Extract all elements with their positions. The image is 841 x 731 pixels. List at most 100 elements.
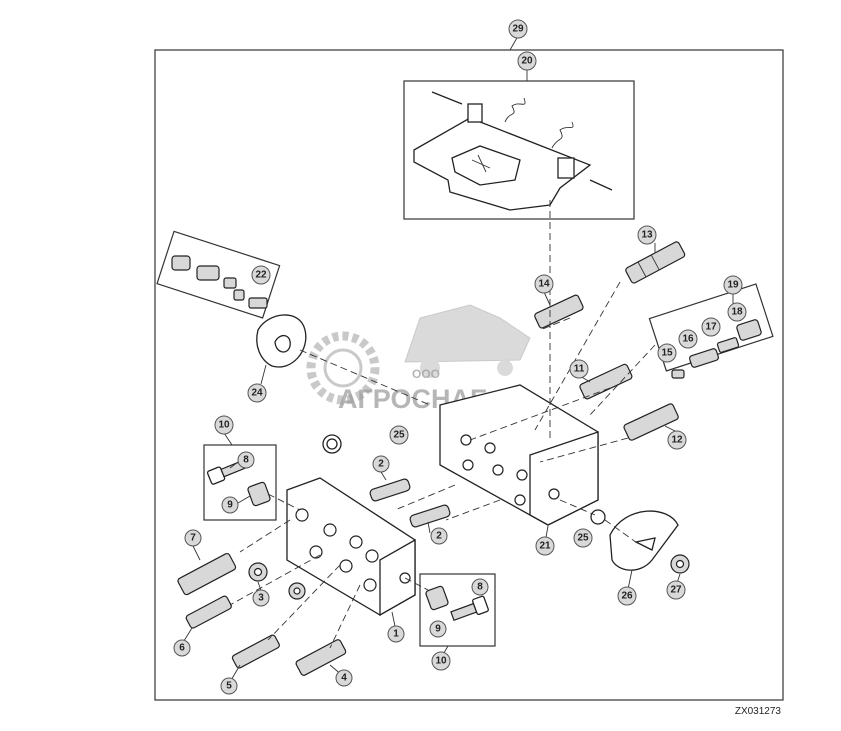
fitting-5	[231, 634, 280, 669]
callout-21: 21	[535, 536, 555, 556]
svg-text:27: 27	[670, 585, 682, 596]
callout-20: 20	[517, 51, 537, 71]
svg-text:29: 29	[512, 24, 524, 35]
assembly-lines	[229, 200, 656, 649]
svg-text:17: 17	[705, 322, 717, 333]
sleeve-9-lower	[425, 585, 449, 611]
svg-text:25: 25	[577, 533, 589, 544]
svg-text:13: 13	[641, 230, 653, 241]
callout-12: 12	[667, 430, 687, 450]
inset-frame-19	[648, 283, 774, 372]
callout-9-upper: 9	[221, 496, 239, 514]
callout-10-lower: 10	[431, 651, 451, 671]
plate-26	[609, 510, 679, 571]
spool-2-upper	[369, 478, 411, 502]
callout-29: 29	[508, 19, 528, 39]
svg-text:9: 9	[435, 624, 441, 635]
fitting-12	[623, 403, 679, 441]
bracket-24	[256, 314, 307, 368]
inset-frame-10-lower	[419, 573, 496, 647]
valve-block-1	[286, 477, 416, 617]
svg-text:25: 25	[393, 430, 405, 441]
svg-text:16: 16	[682, 334, 694, 345]
callout-19: 19	[723, 275, 743, 295]
figure-id: ZX031273	[735, 706, 782, 717]
spool-2-lower	[409, 504, 451, 528]
callout-3: 3	[252, 589, 270, 607]
svg-text:8: 8	[243, 455, 249, 466]
callout-8-lower: 8	[471, 578, 489, 596]
callout-2-lower: 2	[430, 527, 448, 545]
svg-text:7: 7	[190, 533, 196, 544]
svg-text:24: 24	[251, 388, 263, 399]
inset-frame-20	[403, 80, 635, 220]
svg-text:10: 10	[218, 420, 230, 431]
svg-text:18: 18	[731, 307, 743, 318]
callout-6: 6	[173, 639, 191, 657]
callout-16: 16	[678, 329, 698, 349]
diagram-frame	[154, 49, 784, 701]
sleeve-9-upper	[247, 481, 271, 507]
callout-9-lower: 9	[429, 620, 447, 638]
bolt-8-lower	[450, 595, 489, 622]
callout-26: 26	[617, 586, 637, 606]
callout-11: 11	[569, 359, 589, 379]
svg-text:11: 11	[574, 364, 585, 375]
fitting-14	[534, 294, 584, 329]
nut-3-upper	[248, 562, 268, 582]
inset-frame-22	[156, 230, 281, 319]
svg-text:3: 3	[258, 593, 264, 604]
svg-text:9: 9	[227, 500, 233, 511]
callout-1: 1	[387, 625, 405, 643]
callout-13: 13	[637, 225, 657, 245]
callout-10-upper: 10	[214, 415, 234, 435]
svg-text:22: 22	[255, 270, 267, 281]
callout-2-upper: 2	[372, 455, 390, 473]
svg-text:2: 2	[378, 459, 384, 470]
oring-25-left	[322, 434, 342, 454]
svg-text:20: 20	[521, 56, 533, 67]
fitting-4	[295, 639, 347, 676]
svg-text:5: 5	[226, 681, 232, 692]
watermark-line1: ООО	[412, 367, 440, 381]
cover-plate-part	[413, 91, 613, 211]
inset-22-parts	[171, 255, 268, 309]
fitting-7	[177, 552, 237, 596]
oring-25-right	[590, 509, 606, 525]
callout-27: 27	[666, 580, 686, 600]
svg-text:12: 12	[671, 435, 683, 446]
fitting-6	[185, 595, 232, 629]
callout-18: 18	[727, 302, 747, 322]
svg-text:26: 26	[621, 591, 633, 602]
svg-text:15: 15	[661, 348, 673, 359]
svg-text:6: 6	[179, 643, 185, 654]
callout-24: 24	[247, 383, 267, 403]
callout-14: 14	[534, 274, 554, 294]
callout-5: 5	[220, 677, 238, 695]
callout-15: 15	[657, 343, 677, 363]
svg-text:4: 4	[341, 673, 347, 684]
callout-8-upper: 8	[237, 451, 255, 469]
fitting-11	[579, 363, 633, 400]
nut-27	[670, 554, 690, 574]
callout-4: 4	[335, 669, 353, 687]
watermark-logo	[306, 304, 531, 405]
valve-body-21	[439, 384, 599, 526]
callout-22: 22	[251, 265, 271, 285]
svg-text:2: 2	[436, 531, 442, 542]
fitting-13	[625, 241, 686, 284]
svg-text:8: 8	[477, 582, 483, 593]
callout-25-right: 25	[573, 528, 593, 548]
svg-text:1: 1	[393, 629, 399, 640]
callout-25-left: 25	[389, 425, 409, 445]
svg-text:10: 10	[435, 656, 447, 667]
svg-text:14: 14	[538, 279, 550, 290]
svg-text:21: 21	[539, 541, 551, 552]
inset-19-parts	[671, 319, 762, 379]
callout-7: 7	[184, 529, 202, 547]
inset-frame-10-upper	[203, 444, 277, 521]
callout-17: 17	[701, 317, 721, 337]
nut-3-lower	[288, 582, 306, 600]
svg-text:19: 19	[727, 280, 739, 291]
